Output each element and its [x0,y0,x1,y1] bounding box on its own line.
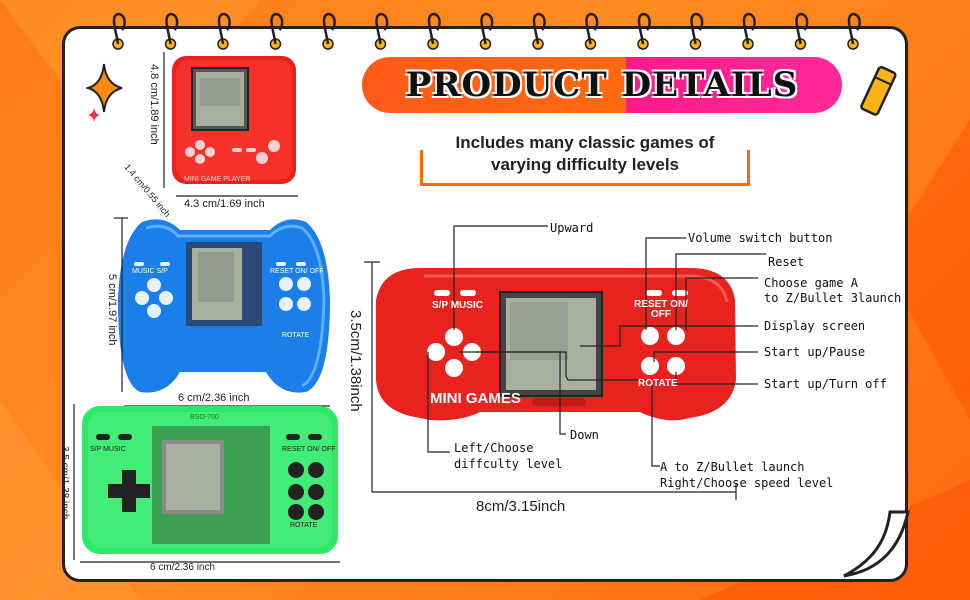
green-right-label: RESET ON/ OFF [282,446,336,453]
label-volume: Volume switch button [688,231,833,245]
binder-ring [164,12,179,50]
sparkle-icon [86,63,123,122]
binder-rings [112,12,861,50]
binder-ring [847,12,861,50]
binder-ring [112,12,126,50]
main-rotate-label: ROTATE [638,378,678,389]
binder-ring [374,12,389,50]
label-atoz2: Right/Choose speed level [660,476,834,490]
title-right: DETAILS [621,65,799,105]
subtitle: Includes many classic games of varying d… [420,132,750,176]
binder-ring [637,12,651,50]
label-upward: Upward [550,221,594,235]
label-reset: Reset [768,255,805,269]
main-height-dim: 3.5cm/1.38inch [347,310,364,412]
green-left-label: S/P MUSIC [90,446,126,453]
green-rotate-label: ROTATE [290,522,318,529]
binder-ring [427,12,441,50]
label-left1: Left/Choose [454,441,534,455]
binder-ring [322,12,336,50]
red-device-label: MINI GAME PLAYER [184,176,251,183]
product-details-title: PRODUCT DETAILS [362,57,842,113]
page-curl [843,510,910,578]
binder-ring [794,12,809,50]
main-left-label: S/P MUSIC [432,300,483,311]
blue-width-dim: 6 cm/2.36 inch [178,392,250,404]
blue-rotate-label: ROTATE [282,332,310,339]
green-width-dim: 6 cm/2.36 inch [150,562,216,573]
blue-left-label: MUSIC S/P [132,268,168,275]
label-startoff: Start up/Turn off [764,377,887,391]
main-right-label: RESET ON/ OFF [634,299,688,320]
label-choose1: Choose game A [764,276,858,290]
label-down: Down [570,428,599,442]
main-width-dim: 8cm/3.15inch [476,498,566,515]
binder-ring [584,12,599,50]
label-startpause: Start up/Pause [764,345,866,359]
subtitle-line2: varying difficulty levels [490,155,679,174]
label-choose2: to Z/Bullet 3launch [764,291,902,305]
binder-ring [742,12,756,50]
binder-ring [689,12,704,50]
label-display: Display screen [764,319,866,333]
blue-right-label: RESET ON/ OFF [270,268,324,275]
subtitle-line1: Includes many classic games of [455,133,715,152]
binder-ring [532,12,546,50]
red-width-dim: 4.3 cm/1.69 inch [184,198,265,210]
subtitle-bracket [420,150,750,186]
binder-ring [217,12,231,50]
main-brand-label: MINI GAMES [430,390,521,407]
binder-ring [479,12,494,50]
green-top-label: BSO-700 [190,414,219,421]
label-atoz1: A to Z/Bullet launch [660,460,805,474]
title-left: PRODUCT [405,65,608,105]
label-left2: diffculty level [454,457,563,471]
binder-ring [269,12,284,50]
eraser-icon [860,65,897,116]
